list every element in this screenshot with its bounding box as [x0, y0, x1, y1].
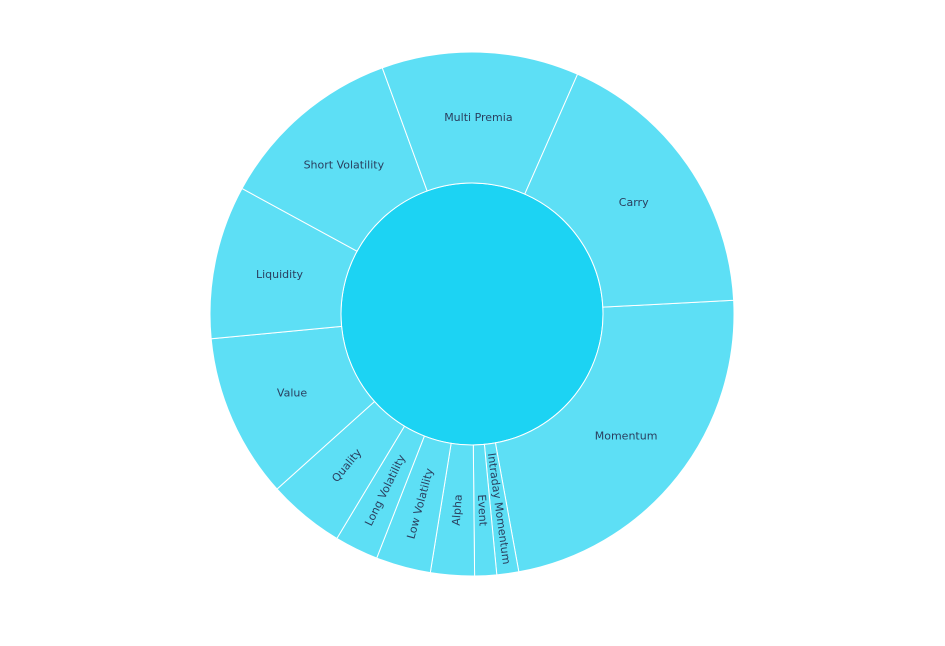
slice-short-volatility[interactable] [241, 67, 428, 252]
slice-carry[interactable] [524, 73, 735, 308]
sunburst-root[interactable] [340, 182, 604, 446]
slice-momentum[interactable] [494, 299, 735, 573]
